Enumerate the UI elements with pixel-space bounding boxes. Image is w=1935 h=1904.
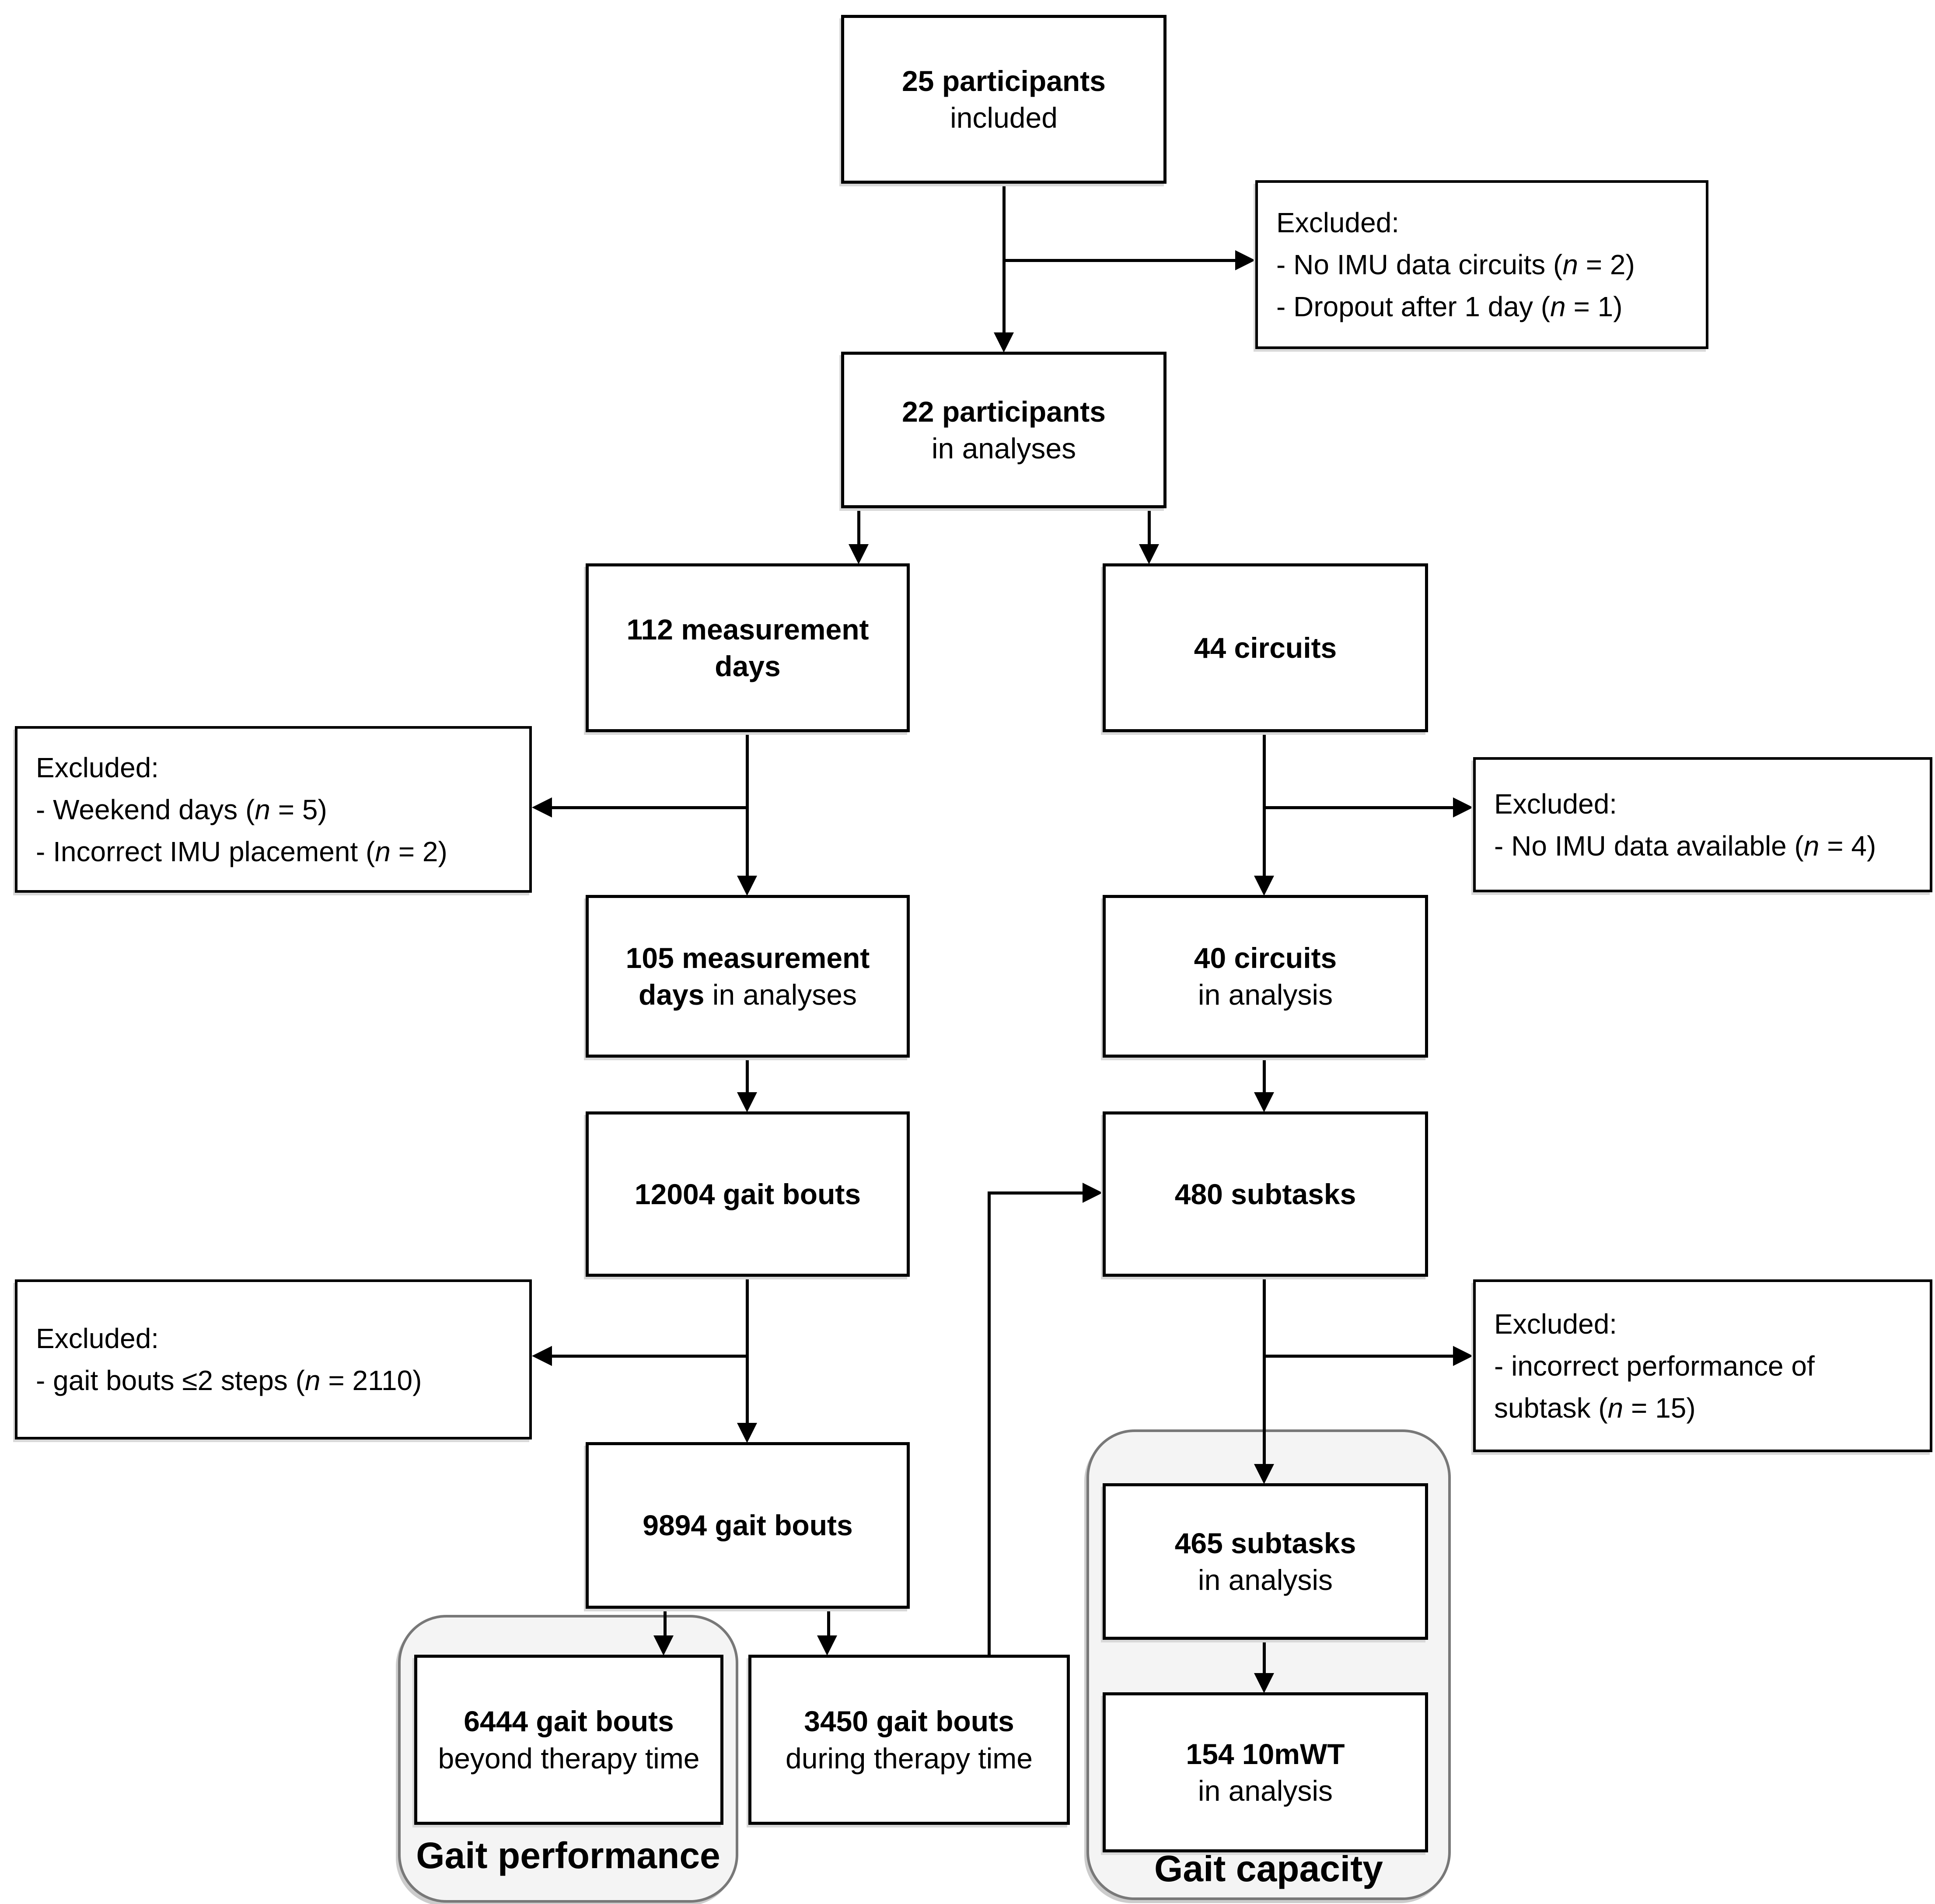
arrowhead-into-480-subtasks-left	[1083, 1183, 1103, 1203]
node-9894-gait-bouts: 9894 gait bouts	[586, 1442, 910, 1609]
arrowhead-into-excluded-days	[532, 797, 552, 817]
connector-branch-excluded-bouts	[549, 1355, 748, 1358]
arrowhead-into-154-10mwt	[1254, 1673, 1274, 1693]
arrowhead-into-40-circuits	[1254, 876, 1274, 896]
connector-subtasks-to-subtasks-analysis	[1263, 1277, 1266, 1466]
connector-analyses-to-days	[857, 508, 860, 546]
connector-analyses-to-circuits	[1148, 508, 1151, 546]
connector-branch-excluded-days	[549, 806, 748, 809]
excluded-box-days: Excluded:- Weekend days (n = 5)- Incorre…	[15, 726, 532, 893]
arrowhead-into-9894-bouts	[737, 1423, 757, 1443]
connector-bouts-included-to-during	[827, 1609, 830, 1637]
arrowhead-into-112-days	[849, 544, 869, 564]
node-12004-gait-bouts: 12004 gait bouts	[586, 1111, 910, 1277]
connector-subtasks-analysis-to-10mwt	[1263, 1640, 1266, 1675]
excluded-box-bouts: Excluded:- gait bouts ≤2 steps (n = 2110…	[15, 1279, 532, 1439]
excluded-box-participants: Excluded:- No IMU data circuits (n = 2)-…	[1255, 180, 1708, 349]
connector-circuits-analysis-to-subtasks	[1263, 1058, 1266, 1094]
connector-bouts-to-bouts-included	[746, 1277, 749, 1425]
connector-bouts-included-to-beyond	[664, 1609, 667, 1637]
connector-during-to-subtasks-horizontal	[988, 1191, 1085, 1195]
node-480-subtasks: 480 subtasks	[1103, 1111, 1428, 1277]
connector-days-to-days-analyses	[746, 732, 749, 877]
arrowhead-into-excluded-bouts	[532, 1346, 552, 1366]
arrowhead-into-excluded-participants	[1235, 250, 1255, 270]
arrowhead-into-6444-bouts	[653, 1635, 674, 1656]
arrowhead-into-22-participants	[994, 332, 1014, 353]
arrowhead-into-480-subtasks-top	[1254, 1092, 1274, 1112]
connector-branch-excluded-participants	[1004, 259, 1238, 262]
connector-branch-excluded-subtasks	[1263, 1355, 1456, 1358]
arrowhead-into-44-circuits	[1139, 544, 1159, 564]
connector-branch-excluded-circuits	[1263, 806, 1456, 809]
node-44-circuits: 44 circuits	[1103, 563, 1428, 732]
connector-during-to-subtasks-vertical	[988, 1191, 991, 1655]
arrowhead-into-excluded-circuits	[1453, 797, 1473, 817]
gait-performance-label: Gait performance	[416, 1835, 720, 1876]
arrowhead-into-3450-bouts	[817, 1635, 837, 1656]
arrowhead-into-excluded-subtasks	[1453, 1346, 1473, 1366]
arrowhead-into-12004-bouts	[737, 1092, 757, 1112]
gait-capacity-label: Gait capacity	[1154, 1848, 1383, 1889]
connector-days-analyses-to-bouts	[746, 1058, 749, 1094]
arrowhead-into-465-subtasks	[1254, 1464, 1274, 1484]
excluded-box-circuits: Excluded:- No IMU data available (n = 4)	[1473, 757, 1932, 892]
arrowhead-into-105-days	[737, 876, 757, 896]
connector-circuits-to-circuits-analysis	[1263, 732, 1266, 877]
